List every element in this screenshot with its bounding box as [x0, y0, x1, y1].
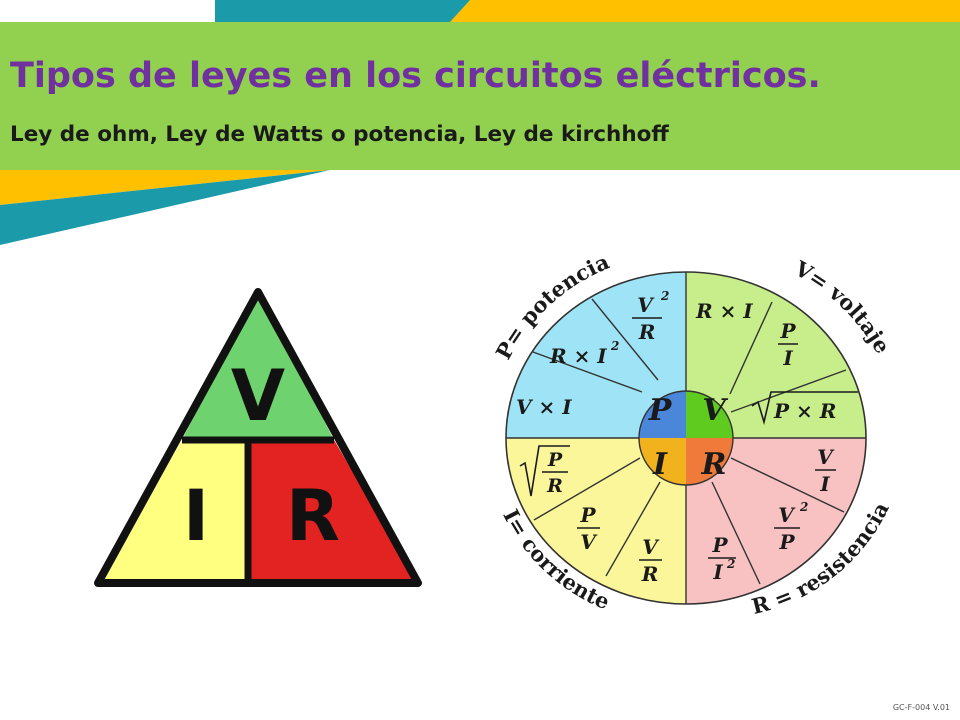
svg-text:I: I: [712, 560, 723, 584]
quadrant-potencia: [506, 272, 686, 438]
triangle-right-section: [248, 440, 418, 583]
svg-text:R: R: [638, 320, 656, 344]
formula-v-times-i: V × I: [516, 395, 572, 419]
svg-text:P: P: [579, 503, 596, 527]
ohm-triangle: V I R: [94, 288, 422, 587]
formula-wheel: P V I R P= potencia V= voltaje I= corrie…: [490, 249, 895, 619]
formula-sqrt-p-over-r: P R: [519, 445, 570, 497]
center-i: [639, 438, 686, 485]
formula-p-over-i2: P I 2: [708, 533, 736, 584]
svg-text:P: P: [711, 533, 728, 557]
teal-stripe-bottom: [0, 170, 330, 245]
triangle-letter-r: R: [286, 475, 340, 557]
formula-p-over-i: P I: [778, 319, 798, 370]
svg-text:2: 2: [799, 500, 808, 514]
svg-text:P: P: [547, 449, 563, 471]
center-p: [639, 391, 686, 438]
center-outline: [638, 390, 734, 486]
svg-text:V: V: [817, 445, 835, 469]
svg-text:V: V: [778, 503, 796, 527]
svg-text:V: V: [642, 535, 660, 559]
center-letter-v: V: [702, 393, 728, 428]
svg-text:I: I: [782, 346, 793, 370]
header-decoration: [0, 0, 960, 245]
svg-text:P: P: [778, 530, 795, 554]
formula-v-over-r: V R: [639, 535, 662, 586]
formula-r-times-i: R × I: [695, 299, 753, 323]
center-letter-i: I: [652, 447, 668, 482]
formula-p-over-v: P V: [577, 503, 600, 554]
svg-text:P × R: P × R: [773, 399, 836, 423]
page-title: Tipos de leyes en los circuitos eléctric…: [10, 56, 821, 96]
document-code: GC-F-004 V.01: [892, 703, 950, 712]
triangle-letter-v: V: [231, 355, 285, 437]
triangle-outline: [94, 288, 422, 587]
svg-text:V: V: [580, 530, 598, 554]
formula-r-times-i2: R × I 2: [549, 339, 619, 368]
svg-text:R: R: [546, 475, 563, 497]
triangle-top-section: [182, 292, 334, 440]
quadrant-corriente: [506, 438, 686, 604]
svg-text:2: 2: [660, 289, 669, 303]
quadrant-voltaje: [686, 272, 866, 438]
quadrant-resistencia: [686, 438, 866, 604]
svg-text:2: 2: [610, 339, 619, 353]
svg-text:R: R: [641, 562, 659, 586]
svg-text:2: 2: [726, 557, 735, 571]
title-band: [0, 22, 960, 170]
page-subtitle: Ley de ohm, Ley de Watts o potencia, Ley…: [10, 122, 669, 147]
formula-v-over-i: V I: [815, 445, 836, 496]
center-r: [686, 438, 733, 485]
formula-v2-over-p: V 2 P: [774, 500, 808, 554]
formula-v2-over-r: V 2 R: [632, 289, 669, 344]
formula-sqrt-p-times-r: P × R: [751, 391, 858, 426]
gold-stripe-top: [450, 0, 960, 22]
triangle-letter-i: I: [183, 475, 209, 557]
center-v: [686, 391, 733, 438]
triangle-left-section: [98, 440, 248, 583]
svg-text:I: I: [819, 472, 830, 496]
svg-text:P: P: [779, 319, 796, 343]
center-letter-p: P: [648, 393, 673, 428]
svg-text:R × I: R × I: [549, 344, 607, 368]
svg-text:V: V: [637, 293, 655, 317]
center-letter-r: R: [701, 447, 727, 482]
